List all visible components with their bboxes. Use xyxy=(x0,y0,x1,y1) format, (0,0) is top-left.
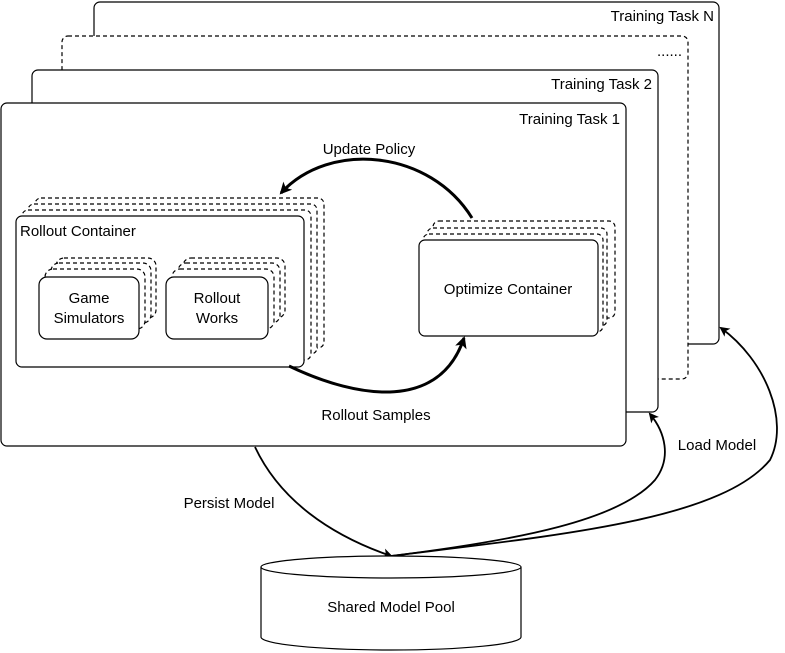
ellipsis-label: ...... xyxy=(657,43,682,60)
rollout-works-label-2: Works xyxy=(196,310,238,327)
update-policy-arrow xyxy=(279,157,474,219)
rollout-works-box xyxy=(165,276,269,340)
training-task-2-label: Training Task 2 xyxy=(551,76,652,93)
rollout-samples-label: Rollout Samples xyxy=(321,407,430,424)
update-policy-label: Update Policy xyxy=(323,141,416,158)
rollout-container-label: Rollout Container xyxy=(20,223,136,240)
game-simulators-label-2: Simulators xyxy=(54,310,125,327)
optimize-container xyxy=(418,239,599,337)
load-model-label: Load Model xyxy=(678,437,756,454)
persist-model-arrow xyxy=(254,446,393,559)
shared-model-pool-cylinder: Shared Model Pool xyxy=(260,555,522,651)
shared-model-pool-label: Shared Model Pool xyxy=(327,599,455,616)
training-task-1-label: Training Task 1 xyxy=(519,111,620,128)
optimize-container-label: Optimize Container xyxy=(444,281,572,298)
rollout-works-label-1: Rollout xyxy=(194,290,242,307)
persist-model-label: Persist Model xyxy=(184,495,275,512)
load-model-arrow-task-2 xyxy=(390,412,666,557)
game-simulators-label-1: Game xyxy=(69,290,110,307)
rollout-container-stack: Rollout Container Game Simulators Rollou… xyxy=(15,197,325,368)
rollout-samples-arrow xyxy=(288,336,467,394)
game-simulators-stack: Game Simulators xyxy=(38,257,157,340)
load-model-arrow-task-n xyxy=(390,326,778,557)
rollout-works-stack: Rollout Works xyxy=(165,257,286,340)
optimize-container-stack: Optimize Container xyxy=(418,220,616,337)
game-simulators-box xyxy=(38,276,140,340)
training-task-n-label: Training Task N xyxy=(611,8,714,25)
